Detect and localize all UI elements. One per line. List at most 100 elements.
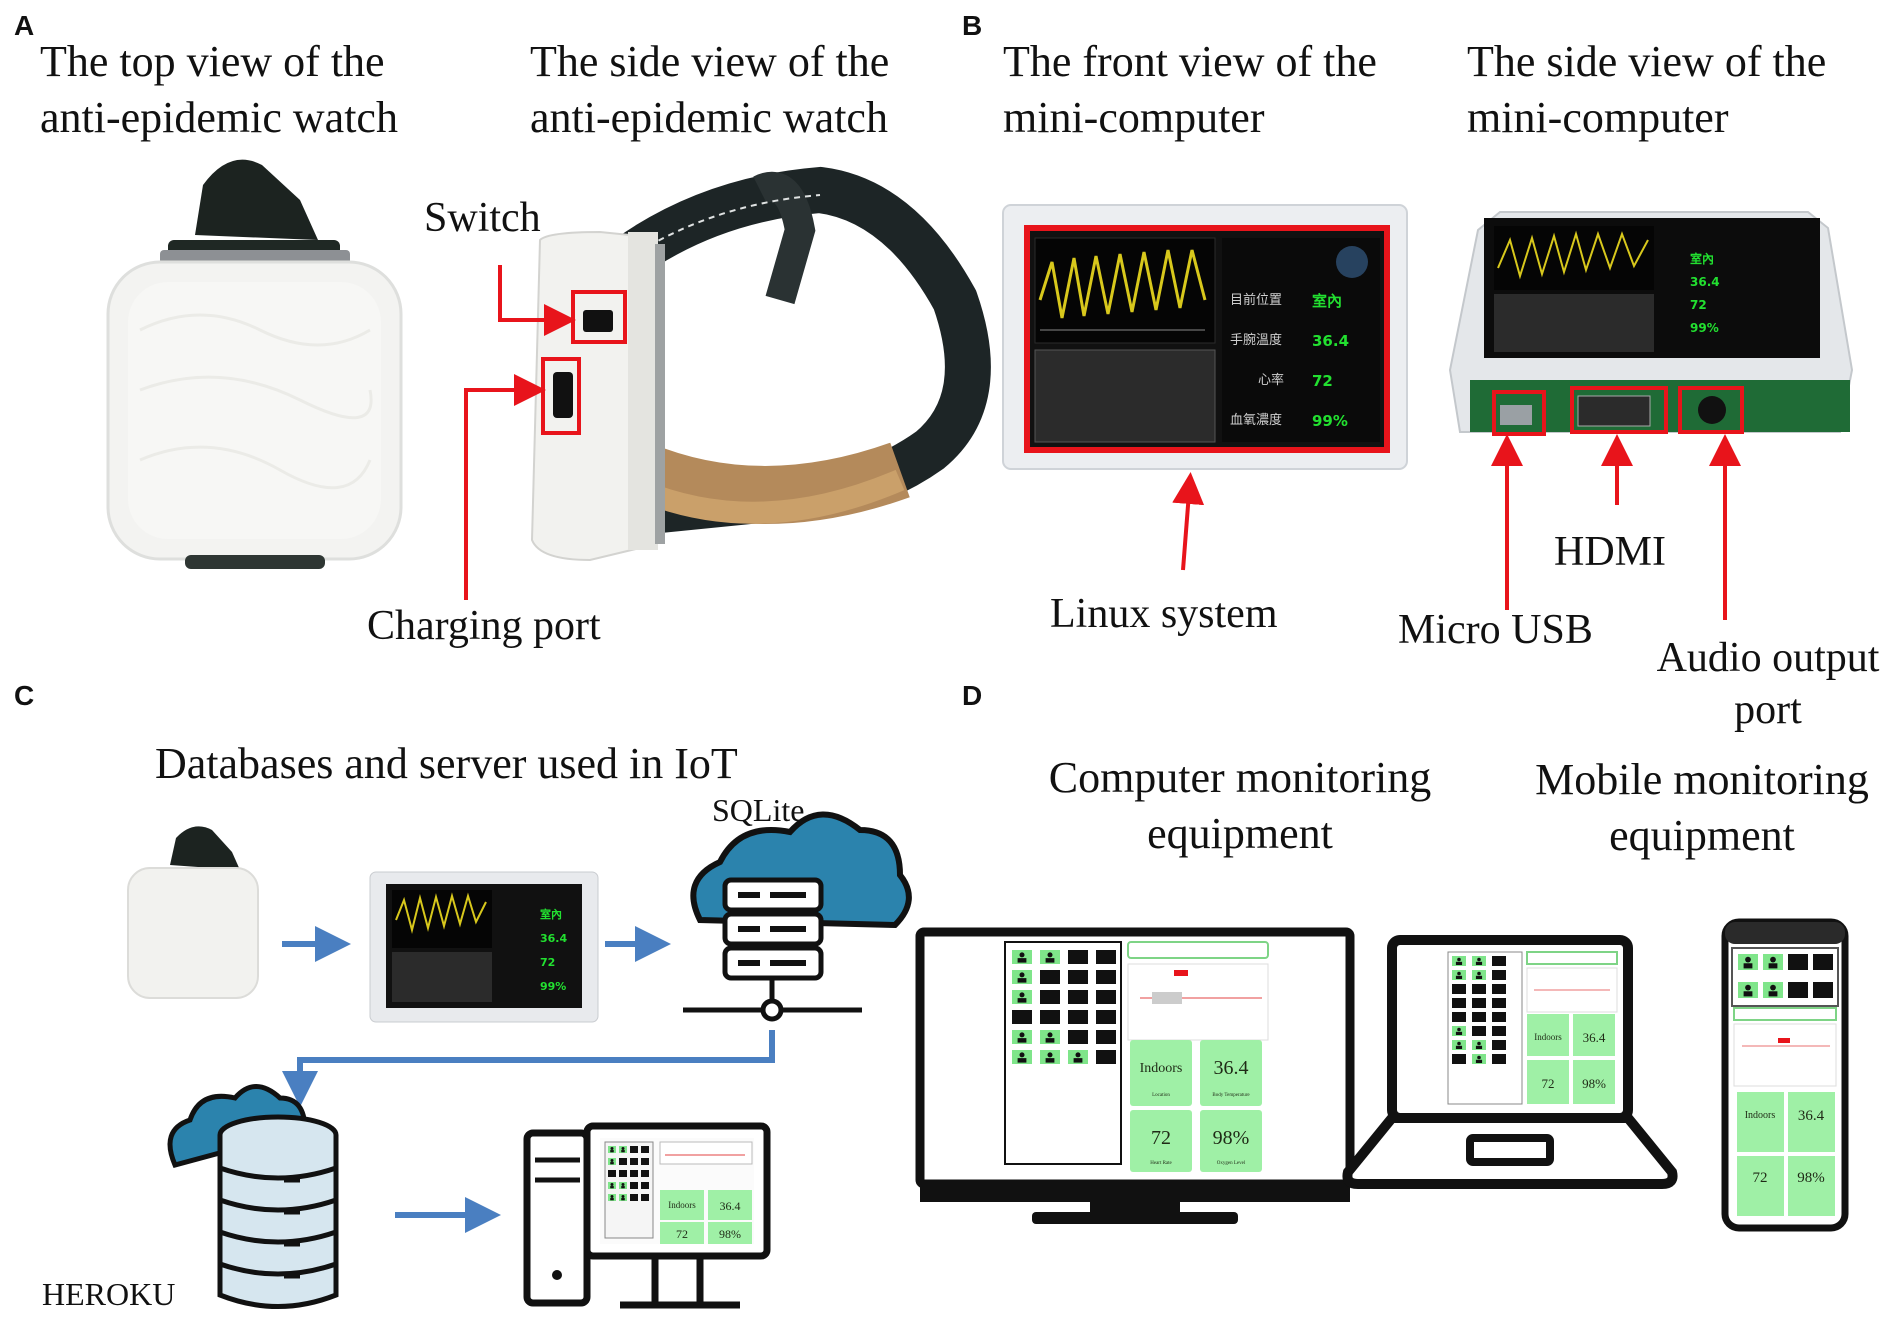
phone-user-grid bbox=[1738, 954, 1833, 998]
user-tile bbox=[1813, 982, 1833, 998]
person-icon bbox=[1019, 992, 1025, 998]
person-icon bbox=[610, 1194, 614, 1198]
user-tile bbox=[1492, 998, 1506, 1008]
user-tile bbox=[630, 1158, 638, 1165]
person-icon-body bbox=[1768, 963, 1778, 969]
svg-text:99%: 99% bbox=[1690, 321, 1719, 335]
laptop-card-location: Indoors bbox=[1534, 1032, 1562, 1042]
panel-letter-a: A bbox=[14, 10, 35, 41]
person-icon-body bbox=[1017, 1058, 1027, 1063]
user-tile bbox=[1492, 1012, 1506, 1022]
label-switch: Switch bbox=[424, 195, 541, 241]
user-tile bbox=[1492, 1040, 1506, 1050]
laptop-device: Indoors 36.4 72 98% bbox=[1342, 935, 1678, 1189]
person-icon bbox=[1047, 952, 1053, 958]
svg-text:36.4: 36.4 bbox=[540, 932, 567, 945]
monitor-card-location: Indoors bbox=[1140, 1061, 1183, 1076]
person-icon bbox=[1047, 1032, 1053, 1038]
person-icon bbox=[1477, 971, 1481, 976]
charging-port-callout bbox=[464, 357, 581, 600]
person-icon bbox=[1477, 1041, 1481, 1046]
person-icon bbox=[1745, 984, 1751, 991]
person-icon bbox=[1019, 952, 1025, 958]
person-icon bbox=[621, 1182, 625, 1186]
user-tile bbox=[1472, 1012, 1486, 1022]
user-tile bbox=[1096, 950, 1116, 964]
user-tile bbox=[1452, 998, 1466, 1008]
desktop-user-grid bbox=[608, 1146, 649, 1201]
user-tile bbox=[1472, 1026, 1486, 1036]
monitor-user-grid bbox=[1012, 950, 1116, 1064]
watch-top-view-photo bbox=[106, 159, 403, 569]
person-icon bbox=[1770, 956, 1776, 963]
person-icon-body bbox=[1455, 975, 1463, 979]
title-mobile-monitoring: Mobile monitoring equipment bbox=[1535, 755, 1869, 860]
lcd-row4-label: 血氧濃度 bbox=[1230, 412, 1282, 428]
user-tile bbox=[1068, 990, 1088, 1004]
phone-card-oxygen: 98% bbox=[1797, 1170, 1825, 1186]
svg-text:99%: 99% bbox=[540, 980, 566, 993]
laptop-card-oxygen: 98% bbox=[1582, 1076, 1606, 1091]
cloud-server-icon bbox=[683, 811, 912, 1022]
mini-computer-front-photo: 目前位置 室內 手腕溫度 36.4 心率 72 血氧濃度 99% bbox=[1002, 204, 1408, 470]
label-hdmi: HDMI bbox=[1554, 529, 1666, 575]
side-port-callouts bbox=[1491, 386, 1744, 620]
person-icon bbox=[1075, 1052, 1081, 1058]
lcd-row1-value: 室內 bbox=[1312, 292, 1342, 310]
person-icon-body bbox=[1475, 1059, 1483, 1063]
person-icon bbox=[621, 1146, 625, 1150]
monitor-card-temp-sub: Body Temperature bbox=[1212, 1093, 1250, 1098]
switch-callout bbox=[498, 265, 627, 344]
user-tile bbox=[1068, 1010, 1088, 1024]
user-tile bbox=[641, 1170, 649, 1177]
person-icon-body bbox=[1045, 958, 1055, 963]
monitor-card-heart: 72 bbox=[1151, 1127, 1171, 1149]
small-mini-computer-image: 室內 36.4 72 99% bbox=[369, 871, 599, 1023]
user-tile bbox=[1452, 1054, 1466, 1064]
person-icon bbox=[1457, 971, 1461, 976]
user-tile bbox=[641, 1146, 649, 1153]
desktop-card-temp: 36.4 bbox=[720, 1199, 741, 1213]
monitor-card-oxygen: 98% bbox=[1213, 1127, 1250, 1149]
desktop-card-heart: 72 bbox=[676, 1227, 688, 1241]
user-tile bbox=[1813, 954, 1833, 970]
person-icon bbox=[1047, 1052, 1053, 1058]
user-tile bbox=[1492, 1026, 1506, 1036]
flow-arrows-c bbox=[282, 926, 775, 1233]
person-icon-body bbox=[1045, 1058, 1055, 1063]
person-icon bbox=[1477, 1055, 1481, 1060]
person-icon-body bbox=[621, 1186, 625, 1189]
lcd-row1-label: 目前位置 bbox=[1230, 292, 1282, 308]
mini-computer-side-photo: 室內 36.4 72 99% bbox=[1448, 211, 1854, 433]
person-icon-body bbox=[610, 1186, 614, 1189]
person-icon-body bbox=[1768, 991, 1778, 997]
user-tile bbox=[1068, 1030, 1088, 1044]
linux-callout-arrow bbox=[1172, 472, 1205, 571]
user-tile bbox=[1096, 1050, 1116, 1064]
person-icon-body bbox=[1455, 1031, 1463, 1035]
user-tile bbox=[630, 1182, 638, 1189]
user-tile bbox=[641, 1158, 649, 1165]
lcd-row2-value: 36.4 bbox=[1312, 332, 1349, 350]
laptop-user-grid bbox=[1452, 956, 1506, 1064]
user-tile bbox=[1040, 990, 1060, 1004]
user-tile bbox=[1788, 954, 1808, 970]
person-icon bbox=[1770, 984, 1776, 991]
user-tile bbox=[1452, 984, 1466, 994]
watch-side-view-photo bbox=[530, 166, 991, 562]
user-tile bbox=[1472, 998, 1486, 1008]
user-tile bbox=[1012, 1010, 1032, 1024]
person-icon-body bbox=[1017, 998, 1027, 1003]
label-audio-output-port: Audio output port bbox=[1656, 635, 1880, 733]
user-tile bbox=[630, 1194, 638, 1201]
phone-card-location: Indoors bbox=[1745, 1110, 1776, 1121]
person-icon-body bbox=[1045, 1038, 1055, 1043]
user-tile bbox=[630, 1146, 638, 1153]
phone-card-heart: 72 bbox=[1753, 1170, 1768, 1186]
user-tile bbox=[1040, 1010, 1060, 1024]
lcd-row2-label: 手腕溫度 bbox=[1230, 332, 1282, 348]
user-tile bbox=[1068, 970, 1088, 984]
monitor-card-heart-sub: Heart Rate bbox=[1150, 1161, 1172, 1166]
person-icon-body bbox=[1475, 961, 1483, 965]
user-tile bbox=[1492, 984, 1506, 994]
